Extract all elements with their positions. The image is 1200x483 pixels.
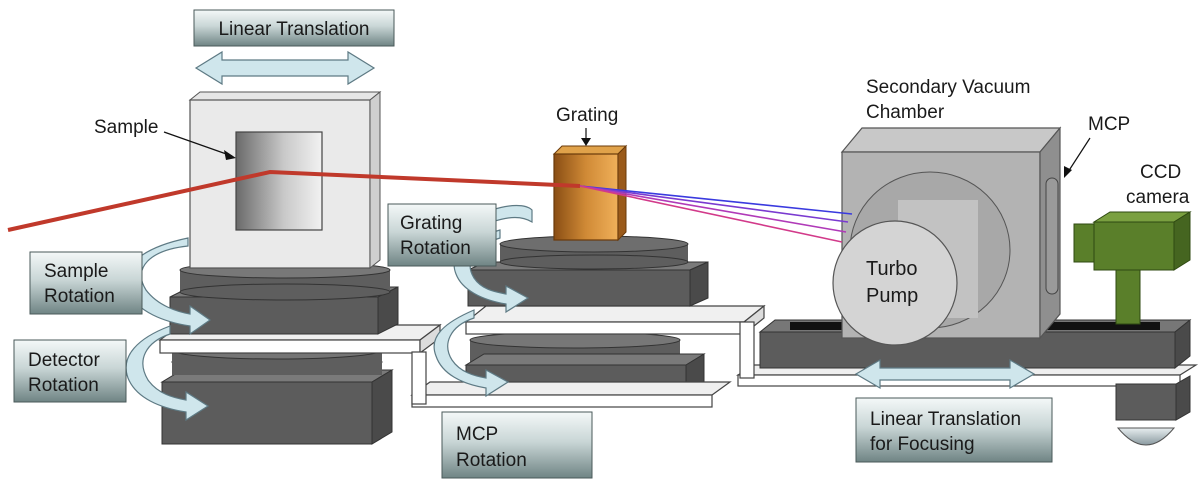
sample: [235, 131, 323, 231]
camera-mount-block-side: [1175, 375, 1191, 421]
plain-labels: Sample Grating Secondary Vacuum Chamber …: [94, 77, 1190, 307]
linear-translation-label: Linear Translation: [193, 9, 395, 47]
mcp-label: MCP: [1088, 114, 1130, 135]
mcp-detector: [1045, 177, 1059, 295]
grating-top: [552, 145, 628, 155]
linear-translation-arrow: [194, 50, 376, 86]
camera-mount-dome: [1116, 427, 1176, 446]
detector-rotation-block-side: [371, 369, 393, 445]
focusing-translation-arrow: [854, 358, 1036, 390]
sample-pointer: [163, 131, 233, 157]
mcp-rotation-block-top: [464, 353, 706, 366]
grating-rotation-block-side: [689, 261, 709, 307]
dispersed-ray-3: [579, 185, 847, 233]
detector-arm-plate-front: [159, 339, 421, 354]
detector-rotation-label: Detector Rotation: [13, 339, 127, 403]
focusing-text-2: for Focusing: [870, 434, 975, 455]
grating-rotation-text-1: Grating: [400, 213, 462, 234]
grating-rotation-disk-bottom: [499, 254, 689, 270]
sample-pointer-head: [224, 150, 236, 160]
ccd-camera-body-side: [1173, 211, 1191, 271]
grating-stage: [464, 144, 766, 396]
chamber-label-1: Secondary Vacuum: [866, 77, 1030, 98]
grating-rotation-arrow-tail: [491, 204, 533, 224]
ccd-camera-label-1: CCD: [1140, 162, 1181, 183]
sample-label: Sample: [94, 117, 158, 138]
sample-rotation-label-box: [29, 251, 143, 315]
sample-holder-side: [369, 90, 381, 270]
dispersed-ray-1: [579, 185, 853, 215]
sample-rotation-block-side: [377, 286, 399, 335]
grating: [553, 153, 619, 241]
turbo-pump-label-1: Turbo: [866, 258, 918, 280]
xray-beam: [7, 169, 581, 232]
detector-rotation-label-box: [13, 339, 127, 403]
grating-label: Grating: [556, 105, 618, 126]
linear-translation-focusing-label-box: [855, 397, 1053, 463]
focusing-rail-end: [1174, 318, 1191, 370]
mcp-rotation-label: MCP Rotation: [441, 411, 593, 479]
sample-rotation-label: Sample Rotation: [29, 251, 143, 315]
detector-rotation-text-2: Rotation: [28, 375, 99, 396]
ccd-camera-label-2: camera: [1126, 187, 1190, 208]
ccd-camera-body: [1093, 221, 1175, 271]
mcp-link-post: [411, 351, 427, 405]
grating-rotation-label: Grating Rotation: [387, 203, 497, 267]
beam-path: [7, 169, 853, 243]
dispersed-ray-2: [579, 185, 849, 223]
dispersed-ray-4: [579, 185, 843, 243]
detector-rotation-text-1: Detector: [28, 350, 100, 371]
mcp-link-bar-front: [411, 394, 713, 408]
mcp-pointer: [1067, 137, 1091, 173]
grating-rotation-label-box: [387, 203, 497, 267]
chamber-link-post: [739, 321, 755, 379]
sample-rotation-text-2: Rotation: [44, 286, 115, 307]
chamber-label-2: Chamber: [866, 102, 945, 123]
mcp-rotation-label-box: [441, 411, 593, 479]
mcp-rotation-arrow: [433, 309, 510, 398]
camera-mount-block: [1115, 383, 1177, 421]
label-boxes: Linear Translation Sample Rotation Detec…: [13, 9, 1053, 479]
mcp-pointer-head: [1064, 166, 1072, 178]
sample-holder-top: [188, 91, 382, 101]
mcp-link-bar: [410, 381, 732, 396]
sample-rotation-disk-bottom: [179, 283, 391, 301]
linear-translation-focusing-label: Linear Translation for Focusing: [855, 397, 1053, 463]
leader-lines: [163, 128, 1091, 178]
mcp-arm-plate-front: [465, 321, 745, 335]
turbo-pump: [832, 220, 958, 346]
turbo-pump-label-2: Pump: [866, 285, 918, 307]
sample-rotation-block: [169, 296, 379, 335]
ccd-camera: [1073, 211, 1192, 325]
mcp-rotation-text-1: MCP: [456, 424, 498, 445]
mcp-rotation-text-2: Rotation: [456, 450, 527, 471]
chamber-assembly: [758, 126, 1192, 446]
linear-translation-label-box: [193, 9, 395, 47]
detector-rotation-arrow: [125, 325, 210, 422]
linear-translation-text: Linear Translation: [218, 19, 369, 40]
focusing-text-1: Linear Translation: [870, 409, 1021, 430]
chamber-top: [840, 127, 1062, 153]
sample-rotation-text-1: Sample: [44, 261, 108, 282]
grating-pointer-head: [581, 138, 591, 146]
grating-rotation-text-2: Rotation: [400, 238, 471, 259]
